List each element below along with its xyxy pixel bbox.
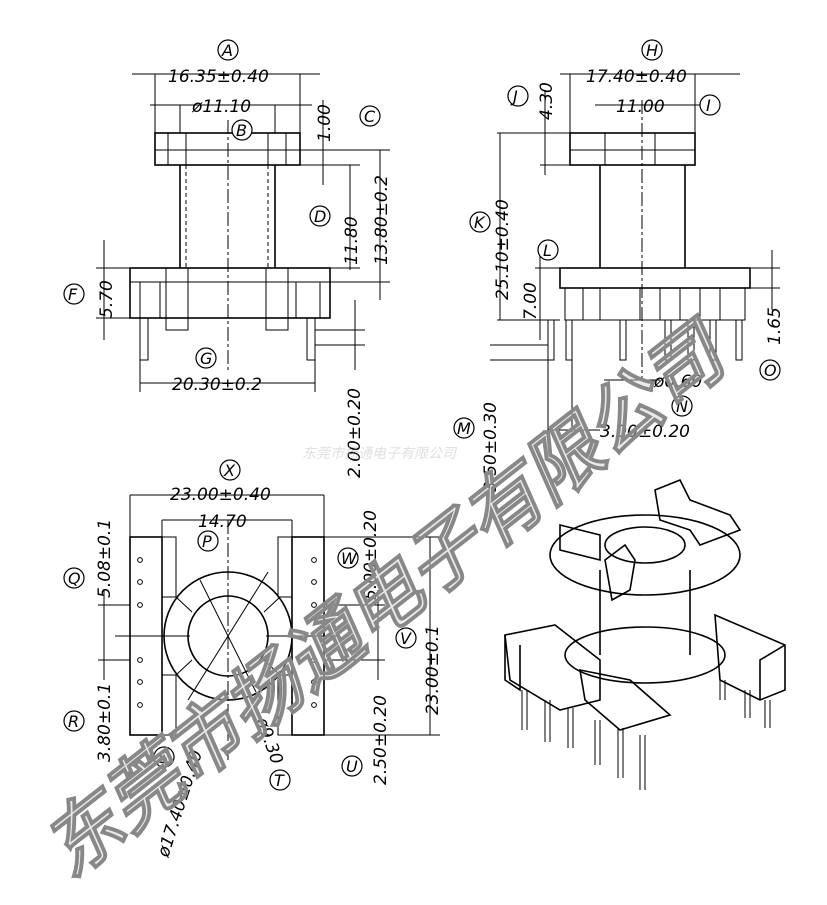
label-v: V <box>400 629 412 648</box>
front-pin-length: 2.00±0.20 <box>345 388 365 478</box>
label-j: J <box>510 87 518 106</box>
label-h: H <box>646 41 658 60</box>
label-n: N <box>676 397 688 416</box>
side-total-height: 25.10±0.40 <box>493 199 513 300</box>
isometric-bobbin <box>504 478 786 790</box>
label-u: U <box>346 757 358 776</box>
label-o: O <box>764 361 777 380</box>
side-pin-offset: 1.65 <box>765 307 785 345</box>
front-total-height: 13.80±0.2 <box>372 175 392 265</box>
side-view: 17.40±0.40 11.00 4.30 25.10±0.40 7.00 ø0… <box>453 39 785 492</box>
label-r: R <box>68 712 79 731</box>
bottom-pin-pitch-d: 2.50±0.20 <box>371 695 391 785</box>
bottom-pin-pitch-a: 5.08±0.1 <box>95 519 115 598</box>
side-core-width: 11.00 <box>616 97 665 117</box>
label-d: D <box>314 207 326 226</box>
label-i: I <box>706 96 711 115</box>
label-p: P <box>202 532 212 551</box>
front-overall-width: 16.35±0.40 <box>168 67 269 87</box>
side-pin-dia: ø0.60 <box>653 372 702 392</box>
label-q: Q <box>68 569 81 588</box>
label-t: T <box>274 771 285 790</box>
front-flange-thk: 1.00 <box>315 104 335 142</box>
label-w: W <box>341 549 358 568</box>
front-pin-span: 20.30±0.2 <box>172 375 262 395</box>
label-a: A <box>221 41 233 60</box>
watermark-big-text: 东莞市扬通电子有限公司 <box>26 304 746 894</box>
label-g: G <box>200 349 212 368</box>
watermark: 东莞市扬通电子有限公司 东莞市扬通电子有限公司 <box>26 304 747 895</box>
label-l: L <box>543 241 552 260</box>
side-base-height: 7.00 <box>521 282 541 320</box>
label-c: C <box>364 107 376 126</box>
watermark-small-text: 东莞市扬通电子有限公司 <box>302 446 458 462</box>
bottom-pin-pitch-c: 3.80±0.1 <box>95 683 115 762</box>
label-f: F <box>68 285 78 304</box>
label-s: S <box>158 748 168 767</box>
label-m: M <box>457 419 471 438</box>
bottom-inner-width: 14.70 <box>198 512 247 532</box>
side-pin-pitch: 3.00±0.20 <box>600 422 690 442</box>
bottom-overall-width: 23.00±0.40 <box>170 485 271 505</box>
side-slot-depth: 4.30 <box>537 82 557 120</box>
bottom-overall-height: 23.00±0.1 <box>423 625 443 715</box>
label-x: X <box>223 461 236 480</box>
bottom-pin-pitch-b: 5.00±0.20 <box>361 510 381 600</box>
front-base-height: 5.70 <box>97 280 117 318</box>
label-b: B <box>236 121 247 140</box>
label-k: K <box>474 213 486 232</box>
side-pin-proj: 3.50±0.30 <box>481 402 501 492</box>
front-view: 16.35±0.40 ø11.10 1.00 11.80 13.80±0.2 5… <box>63 39 392 478</box>
front-core-dia: ø11.10 <box>191 97 251 117</box>
front-inner-height: 11.80 <box>342 216 362 265</box>
side-flange-width: 17.40±0.40 <box>586 67 687 87</box>
